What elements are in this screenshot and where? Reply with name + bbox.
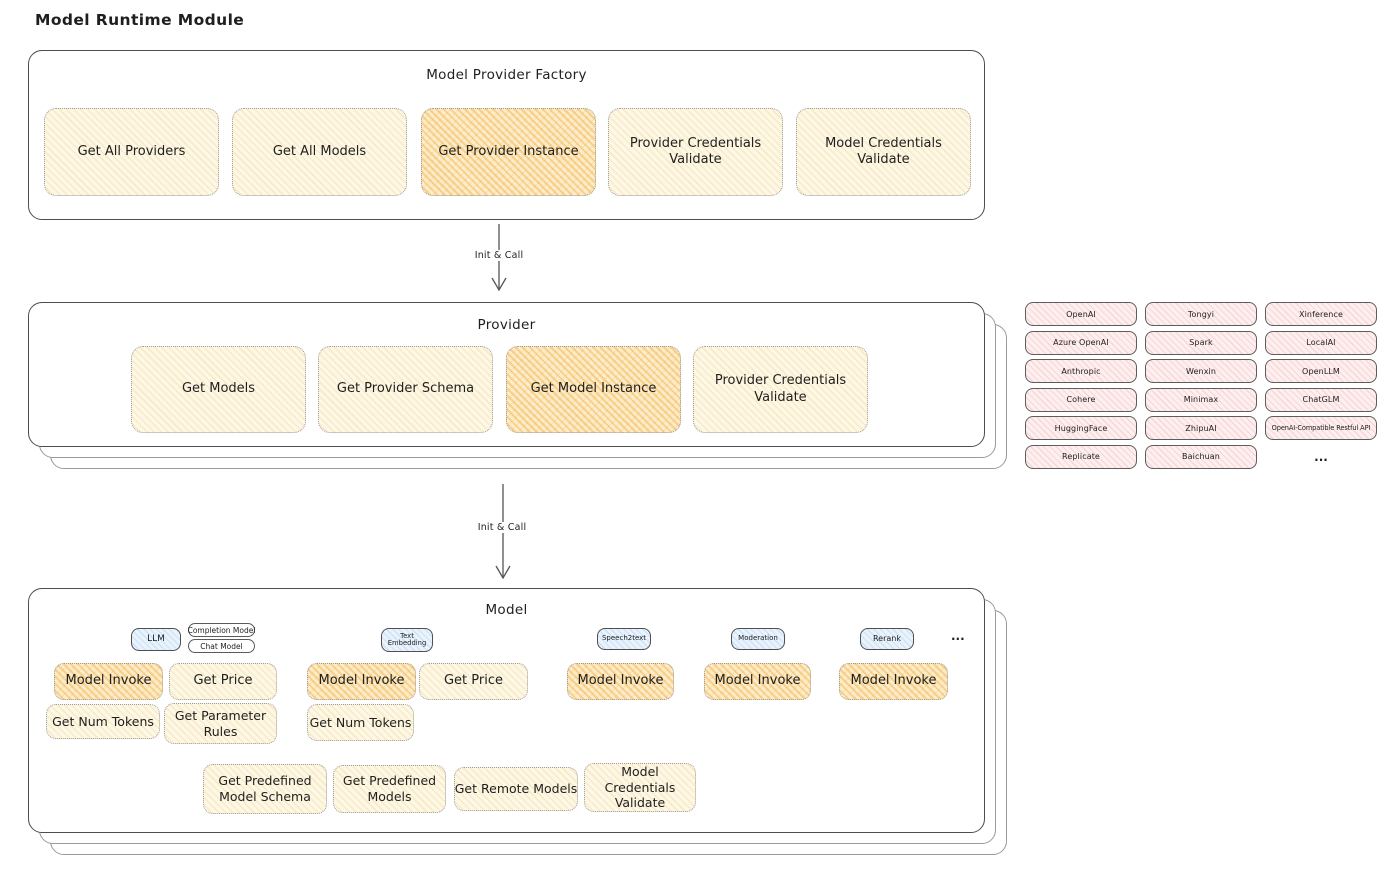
model-box: Model LLM Completion Model Chat Model Te…: [28, 588, 985, 833]
providers-more-ellipsis: ...: [1314, 449, 1328, 464]
providers-grid: OpenAI Tongyi Xinference Azure OpenAI Sp…: [1025, 302, 1377, 469]
node-moderation-model-invoke: Model Invoke: [704, 663, 811, 700]
node-get-predefined-models: Get Predefined Models: [333, 765, 446, 813]
provider-pill-anthropic: Anthropic: [1025, 359, 1137, 384]
provider-pill-zhipuai: ZhipuAI: [1145, 416, 1257, 441]
provider-box: Provider Get Models Get Provider Schema …: [28, 302, 985, 447]
node-get-provider-schema: Get Provider Schema: [318, 346, 493, 433]
provider-title: Provider: [477, 317, 536, 333]
node-te-get-num-tokens: Get Num Tokens: [307, 704, 414, 741]
provider-pill-spark: Spark: [1145, 330, 1257, 355]
node-model-credentials-validate-2: Model Credentials Validate: [584, 763, 696, 812]
provider-pill-replicate: Replicate: [1025, 444, 1137, 469]
node-llm-get-num-tokens: Get Num Tokens: [46, 704, 160, 739]
tag-rerank: Rerank: [860, 628, 914, 650]
tag-speech2text: Speech2text: [597, 628, 651, 650]
tag-chat-model: Chat Model: [188, 639, 255, 653]
arrow-label-init-call-2: Init & Call: [473, 522, 531, 533]
node-te-model-invoke: Model Invoke: [307, 663, 416, 700]
provider-pill-huggingface: HuggingFace: [1025, 416, 1137, 441]
node-provider-credentials-validate-2: Provider Credentials Validate: [693, 346, 868, 433]
provider-pill-wenxin: Wenxin: [1145, 359, 1257, 384]
arrow-label-init-call-1: Init & Call: [470, 250, 528, 261]
node-rerank-model-invoke: Model Invoke: [839, 663, 948, 700]
provider-pill-tongyi: Tongyi: [1145, 302, 1257, 326]
node-llm-model-invoke: Model Invoke: [54, 663, 163, 700]
node-get-models: Get Models: [131, 346, 306, 433]
provider-pill-xinference: Xinference: [1265, 302, 1377, 326]
provider-pill-localai: LocalAI: [1265, 330, 1377, 355]
node-get-remote-models: Get Remote Models: [454, 767, 578, 811]
provider-pill-openllm: OpenLLM: [1265, 359, 1377, 384]
page-title: Model Runtime Module: [35, 11, 245, 29]
provider-pill-minimax: Minimax: [1145, 387, 1257, 412]
tag-moderation: Moderation: [731, 628, 785, 650]
tag-completion-model: Completion Model: [188, 623, 255, 637]
node-llm-get-price: Get Price: [169, 663, 277, 700]
provider-pill-cohere: Cohere: [1025, 387, 1137, 412]
node-get-model-instance: Get Model Instance: [506, 346, 681, 433]
tag-text-embedding: Text Embedding: [381, 628, 433, 652]
node-s2t-model-invoke: Model Invoke: [567, 663, 674, 700]
node-llm-get-parameter-rules: Get Parameter Rules: [164, 703, 277, 744]
model-more-ellipsis: ...: [951, 629, 965, 643]
provider-pill-chatglm: ChatGLM: [1265, 387, 1377, 412]
tag-llm: LLM: [131, 628, 181, 651]
node-get-predefined-model-schema: Get Predefined Model Schema: [203, 764, 327, 814]
model-title: Model: [485, 602, 528, 618]
node-get-all-providers: Get All Providers: [44, 108, 219, 196]
node-te-get-price: Get Price: [419, 663, 528, 700]
node-provider-credentials-validate: Provider Credentials Validate: [608, 108, 783, 196]
node-get-all-models: Get All Models: [232, 108, 407, 196]
node-model-credentials-validate: Model Credentials Validate: [796, 108, 971, 196]
provider-pill-openai-compatible: OpenAI-Compatible Restful API: [1265, 416, 1377, 441]
provider-pill-baichuan: Baichuan: [1145, 444, 1257, 469]
factory-title: Model Provider Factory: [426, 67, 587, 83]
node-get-provider-instance: Get Provider Instance: [421, 108, 596, 196]
factory-box: Model Provider Factory Get All Providers…: [28, 50, 985, 220]
provider-pill-openai: OpenAI: [1025, 302, 1137, 326]
provider-pill-azure-openai: Azure OpenAI: [1025, 330, 1137, 355]
